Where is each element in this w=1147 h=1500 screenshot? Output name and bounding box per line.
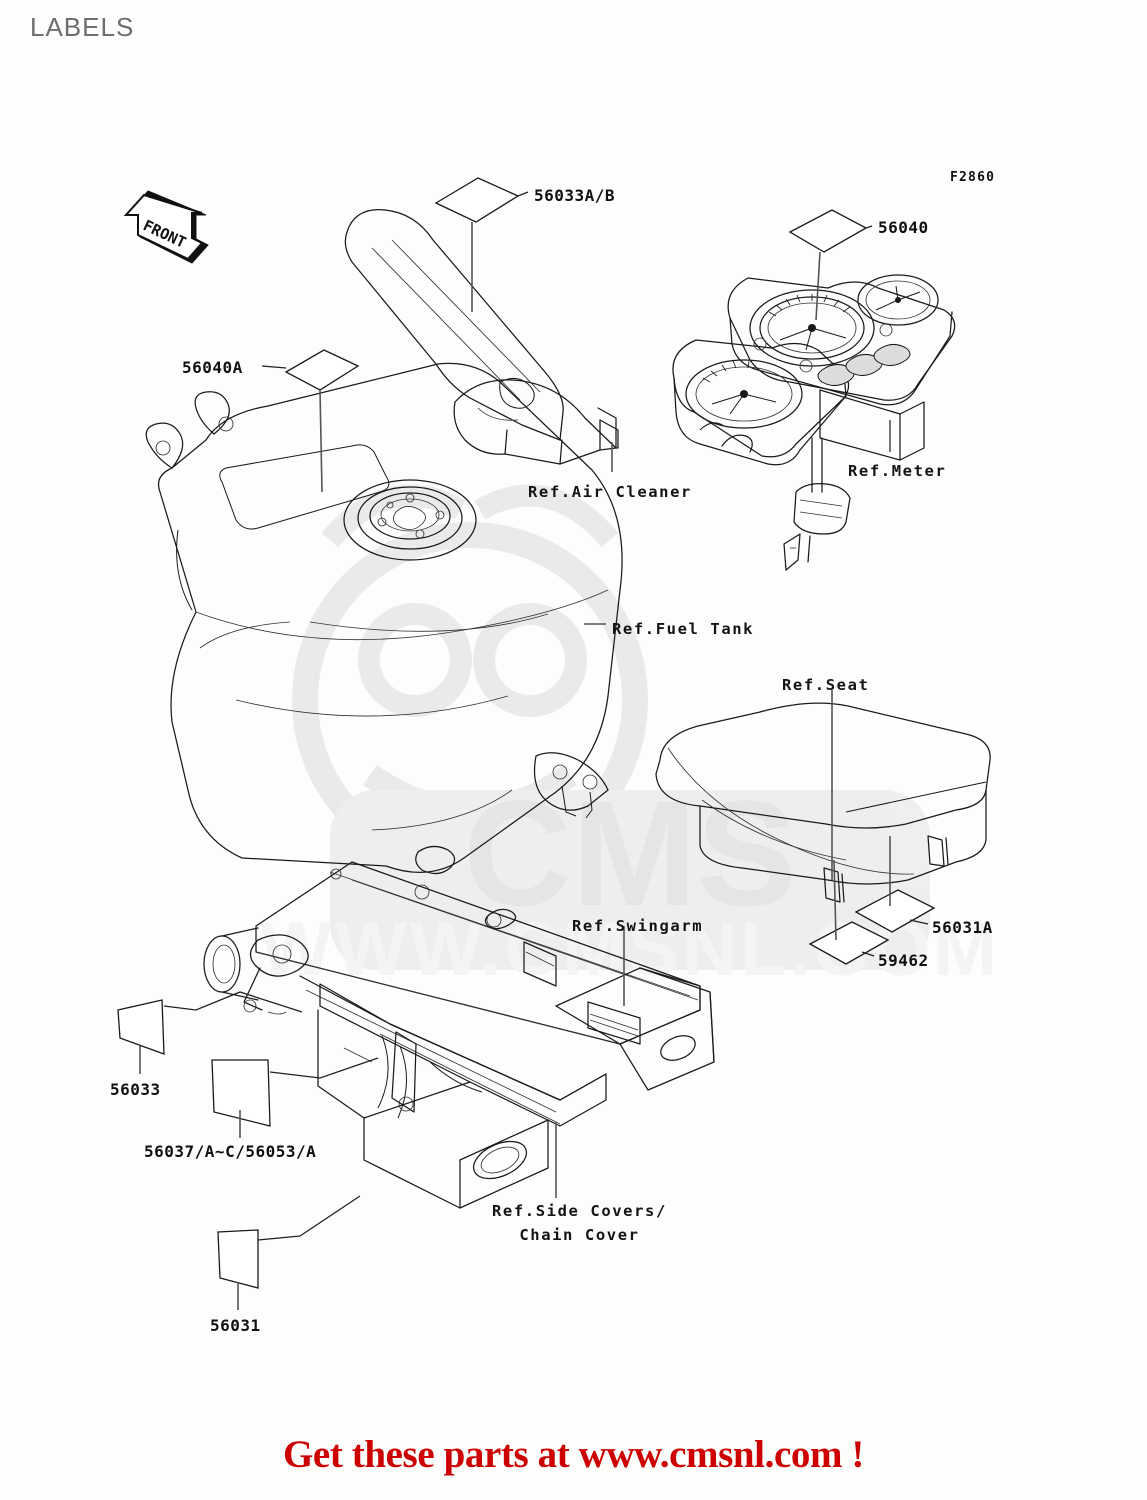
reference-side-covers-chain-cover[interactable]: Ref.Side Covers/Chain Cover [492, 1199, 667, 1247]
label-tag-56037 [211, 1057, 379, 1138]
reference-leader-lines [555, 420, 891, 1198]
label-tag-56040a [261, 349, 360, 493]
part-number-56033[interactable]: 56033 [110, 1080, 161, 1099]
part-number-56031[interactable]: 56031 [210, 1316, 261, 1335]
label-tag-56033 [117, 991, 303, 1074]
label-tag-56033ab [434, 177, 529, 312]
part-number-56033a-b[interactable]: 56033A/B [534, 186, 616, 205]
fuel-tank-part [145, 362, 623, 875]
reference-fuel-tank[interactable]: Ref.Fuel Tank [612, 620, 755, 638]
reference-meter[interactable]: Ref.Meter [848, 462, 947, 480]
reference-swingarm[interactable]: Ref.Swingarm [572, 917, 704, 935]
seat-part [655, 702, 991, 903]
part-number-56031a[interactable]: 56031A [932, 918, 993, 937]
reference-side-covers-chain-cover-line-1: Ref.Side Covers/ [492, 1202, 667, 1220]
swingarm-part [203, 861, 715, 1209]
footer-cta[interactable]: Get these parts at www.cmsnl.com ! [282, 1433, 865, 1476]
label-tag-56040 [788, 209, 873, 321]
reference-air-cleaner[interactable]: Ref.Air Cleaner [528, 483, 692, 501]
part-number-56037-56053[interactable]: 56037/A~C/56053/A [144, 1142, 317, 1161]
part-number-56040a[interactable]: 56040A [182, 358, 243, 377]
diagram-code: F2860 [950, 170, 996, 185]
front-arrow-icon: FRONT [123, 190, 209, 264]
part-number-56040[interactable]: 56040 [878, 218, 929, 237]
reference-side-covers-chain-cover-line-2: Chain Cover [519, 1226, 640, 1245]
label-tag-56031 [217, 1195, 361, 1310]
meter-cluster-part [672, 274, 956, 571]
page-title: LABELS [30, 12, 135, 42]
svg-text:CMS: CMS [463, 769, 796, 937]
reference-seat[interactable]: Ref.Seat [782, 676, 870, 694]
part-number-59462[interactable]: 59462 [878, 951, 929, 970]
label-tag-59462 [808, 859, 890, 965]
air-cleaner-part [344, 209, 619, 465]
label-tag-56031a [854, 836, 936, 933]
